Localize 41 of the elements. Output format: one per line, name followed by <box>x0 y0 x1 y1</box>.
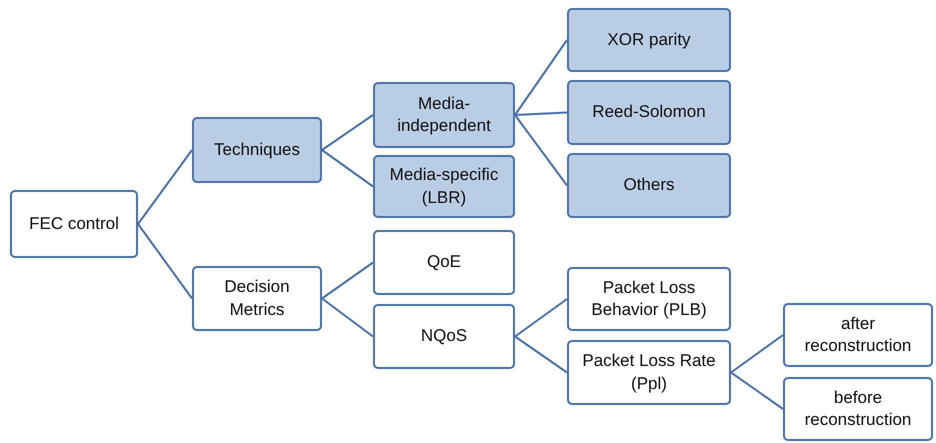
category-box <box>567 267 731 331</box>
connector-line <box>321 298 374 338</box>
category-box <box>192 266 322 331</box>
category-box <box>567 340 731 405</box>
connector-line <box>514 336 568 374</box>
connector-line <box>321 262 374 300</box>
connector-line <box>514 114 568 186</box>
node-label: Packet Loss Behavior (PLB) <box>590 276 708 321</box>
node-label: XOR parity <box>606 28 692 51</box>
connector-line <box>137 149 193 225</box>
node-label: Decision Metrics <box>223 276 291 320</box>
node-label: after reconstruction <box>804 312 912 357</box>
connector-line <box>514 39 568 116</box>
node-label: before reconstruction <box>804 386 912 431</box>
connector-line <box>321 149 374 188</box>
node-label: Techniques <box>212 138 301 161</box>
category-box <box>567 8 731 72</box>
category-box <box>192 117 322 183</box>
connector-line <box>137 223 193 300</box>
category-box <box>10 190 138 258</box>
connector-line <box>730 334 784 374</box>
node-label: Media-independent <box>396 92 492 137</box>
node-label: QoE <box>426 251 462 274</box>
connector-line <box>730 372 784 410</box>
category-box <box>567 80 731 145</box>
category-box <box>783 303 933 367</box>
category-box <box>783 377 933 441</box>
connector-line <box>514 112 568 116</box>
category-box <box>373 230 515 295</box>
connector-line <box>514 298 568 338</box>
node-label: NQoS <box>420 325 468 348</box>
node-label: FEC control <box>28 212 120 235</box>
node-label: Others <box>622 174 676 196</box>
node-label: Packet Loss Rate (Ppl) <box>581 350 717 394</box>
node-label: Reed-Solomon <box>591 101 707 124</box>
connector-line <box>321 114 374 151</box>
category-box <box>373 82 515 148</box>
category-box <box>373 155 515 218</box>
category-box <box>373 304 515 369</box>
category-box <box>567 153 731 218</box>
node-label: Media-specific (LBR) <box>388 164 500 208</box>
